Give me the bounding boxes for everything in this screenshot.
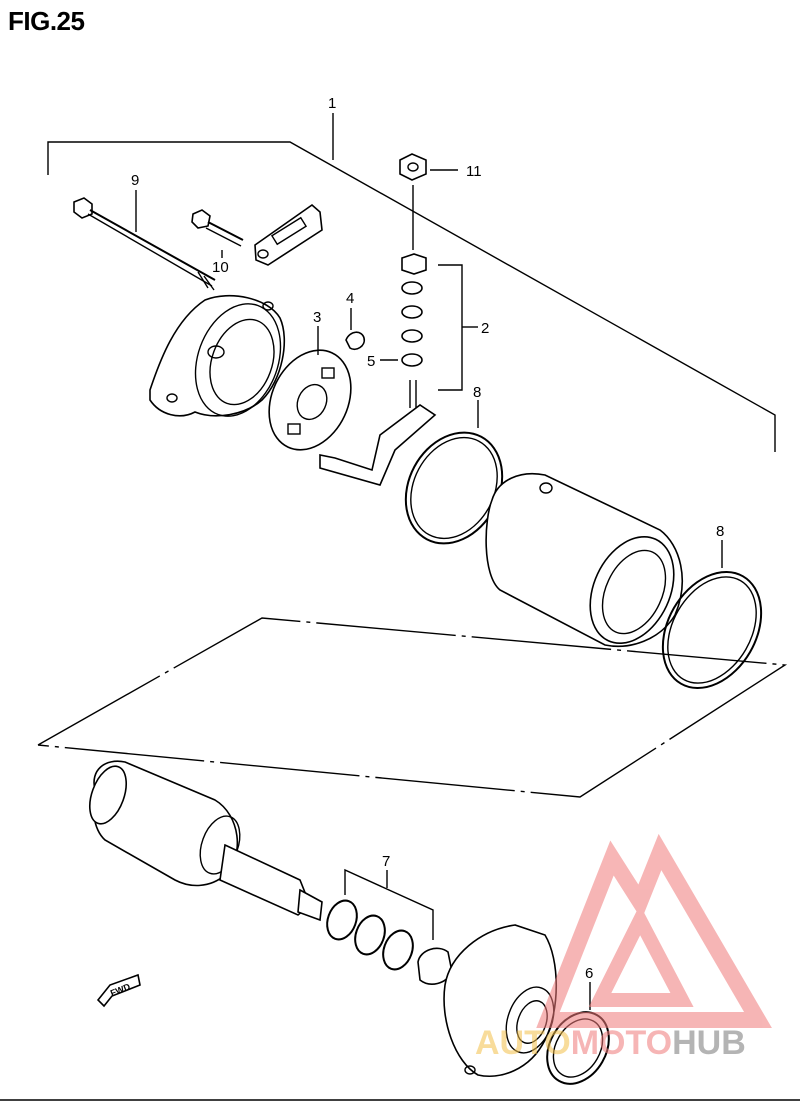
washer-set-part-7 [326,868,453,985]
watermark-text-moto: MOTO [571,1024,672,1062]
callout-7: 7 [382,853,390,870]
callout-8-upper: 8 [473,384,481,401]
forward-direction-marker: FWD [96,973,141,1008]
callout-3: 3 [313,309,321,326]
callout-8-lower: 8 [716,523,724,540]
callout-2: 2 [481,320,489,337]
figure-title: FIG.25 [8,6,85,36]
brush-spring-part-4 [345,308,366,351]
callout-9: 9 [131,172,139,189]
brush-plate-part-3 [268,326,352,451]
bolt-part-10 [191,209,244,258]
callout-11: 11 [466,163,482,180]
end-cover-housing [149,294,286,417]
armature-rotor [88,760,323,922]
callout-5: 5 [367,353,375,370]
callout-6: 6 [585,965,593,982]
assembly-bracket-lower [37,617,788,798]
assembly-bracket-upper [47,113,776,452]
watermark-text-hub: HUB [672,1024,746,1062]
svg-text:AUTOMOTOHUB: AUTOMOTOHUB [475,1024,746,1062]
callout-1: 1 [328,95,336,112]
terminal-set-part-2 [380,185,478,408]
o-ring-part-8-lower [661,540,763,690]
callout-4: 4 [346,290,354,307]
terminal-lead-brush [319,404,437,486]
watermark-text-auto: AUTO [475,1024,571,1062]
automotohub-watermark-logo: AUTOMOTOHUB [475,833,772,1062]
callout-10: 10 [212,259,229,276]
nut-part-11 [399,153,458,181]
mounting-bracket-plate [254,203,323,266]
yoke-housing [485,473,683,647]
long-bolt-part-9 [73,190,216,291]
